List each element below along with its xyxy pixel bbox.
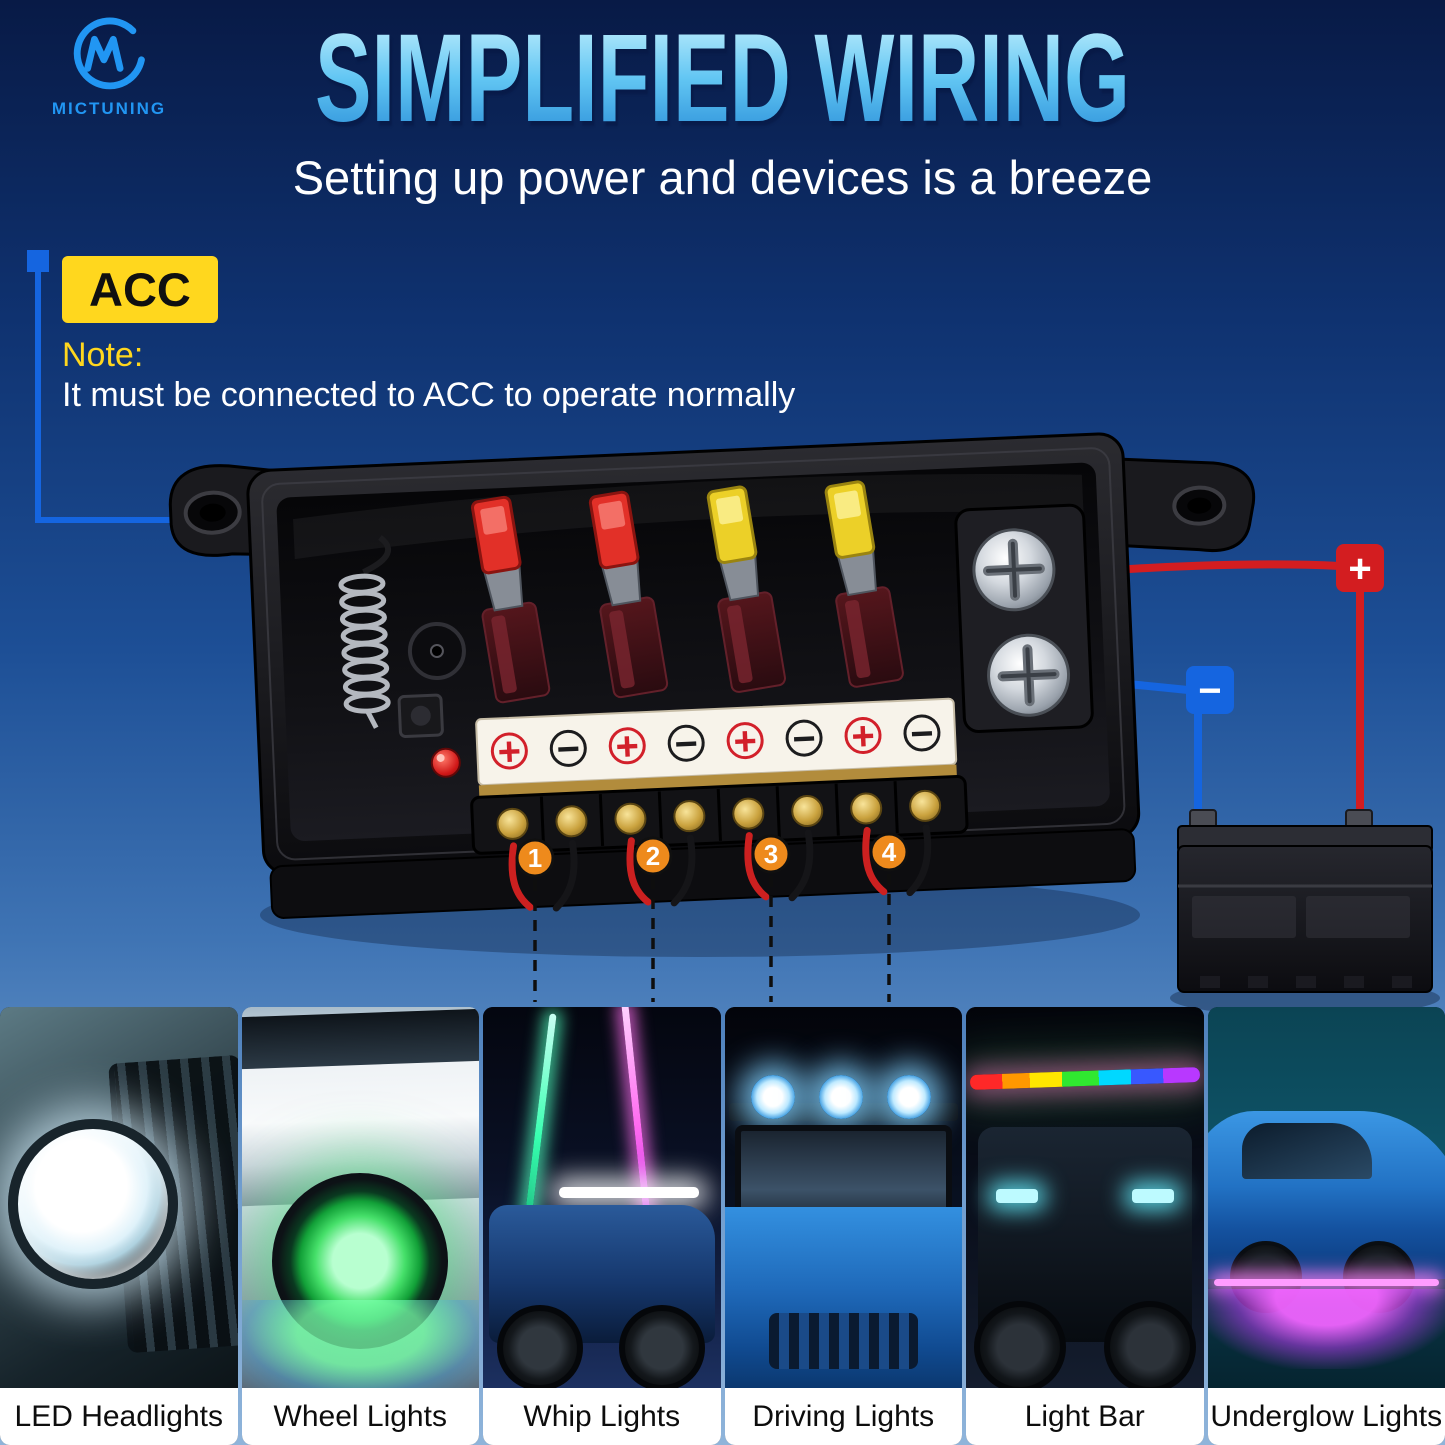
driving-lights-photo: [724, 1007, 962, 1388]
terminal-plus-icon: +: [497, 729, 522, 774]
headlight-glow-shape: [1131, 1189, 1174, 1203]
wire-number-3: 3: [751, 834, 791, 874]
panel-driving-lights: Driving Lights: [724, 1007, 962, 1445]
wheel-lights-photo: [241, 1007, 479, 1388]
car-window-shape: [1241, 1123, 1372, 1179]
note-label: Note:: [62, 336, 144, 374]
svg-text:1: 1: [528, 843, 542, 873]
headlight-shape: [8, 1119, 178, 1289]
battery-positive-symbol: +: [1348, 547, 1371, 591]
fuse-red-1: [470, 495, 551, 704]
underglow-strip-shape: [1213, 1279, 1439, 1286]
whip-lights-photo: [483, 1007, 721, 1388]
mictuning-logo-icon: [73, 17, 145, 90]
underglow-glow-shape: [1207, 1289, 1445, 1369]
light-bar-glow-shape: [559, 1187, 699, 1198]
light-bar-photo: [966, 1007, 1204, 1388]
connection-dashes: [533, 874, 891, 1002]
panel-whip-lights: Whip Lights: [483, 1007, 721, 1445]
spring: [338, 573, 391, 729]
svg-text:3: 3: [764, 839, 778, 869]
application-panels: LED Headlights Wheel Lights Whip Lights: [0, 1007, 1445, 1445]
negative-badge: [1186, 666, 1234, 714]
led-headlights-photo: [0, 1007, 238, 1388]
terminal-plus-icon: +: [733, 719, 758, 764]
acc-badge: ACC: [62, 256, 218, 323]
driving-light-shape: [818, 1075, 863, 1119]
svg-text:4: 4: [882, 837, 897, 867]
terminal-minus-icon: −: [909, 711, 934, 756]
power-studs: [954, 503, 1094, 733]
terminal-minus-icon: −: [674, 722, 699, 767]
panel-label: Whip Lights: [483, 1388, 721, 1445]
panel-light-bar: Light Bar: [966, 1007, 1204, 1445]
wheel-shape: [1103, 1301, 1196, 1388]
fuse-relay-box: + − + − + − + −: [168, 432, 1256, 919]
battery: [1177, 809, 1433, 993]
panel-led-headlights: LED Headlights: [0, 1007, 238, 1445]
panel-label: Wheel Lights: [241, 1388, 479, 1445]
terminal-plus-icon: +: [850, 714, 875, 759]
wheel-shape: [497, 1305, 583, 1388]
jeep-grille-shape: [768, 1313, 918, 1369]
wire-number-4: 4: [869, 832, 909, 872]
output-wires: [508, 824, 932, 912]
terminal-strip: + − + − + − + −: [475, 697, 958, 798]
positive-badge: [1336, 544, 1384, 592]
wire-number-2: 2: [633, 836, 673, 876]
terminal-block: [470, 774, 969, 855]
brand-name: MICTUNING: [51, 99, 167, 118]
mictuning-logo: MICTUNING: [34, 12, 184, 119]
acc-marker-square: [27, 250, 49, 272]
wheel-shape: [974, 1301, 1066, 1388]
page-title: SIMPLIFIED WIRING: [145, 16, 1301, 141]
fuse-yellow-2: [824, 480, 904, 688]
terminal-minus-icon: −: [791, 717, 816, 762]
indicator-led: [430, 747, 461, 778]
panel-underglow-lights: Underglow Lights: [1207, 1007, 1445, 1445]
panel-label: LED Headlights: [0, 1388, 238, 1445]
wheel-shape: [618, 1305, 705, 1388]
underglow-lights-photo: [1207, 1007, 1445, 1388]
fuse-yellow-1: [706, 485, 787, 693]
page-subtitle: Setting up power and devices is a breeze: [292, 151, 1153, 204]
svg-text:2: 2: [646, 841, 660, 871]
panel-wheel-lights: Wheel Lights: [241, 1007, 479, 1445]
panel-label: Underglow Lights: [1207, 1388, 1445, 1445]
panel-label: Light Bar: [966, 1388, 1204, 1445]
headlight-glow-shape: [996, 1189, 1038, 1203]
fuse-red-2: [588, 490, 669, 699]
driving-light-shape: [750, 1075, 795, 1119]
terminal-minus-icon: −: [556, 727, 581, 772]
whip-light-green-shape: [524, 1013, 557, 1221]
ground-glow-shape: [241, 1300, 479, 1388]
circuit-numbers: 1 2 3 4: [515, 832, 909, 878]
terminal-plus-icon: +: [615, 724, 640, 769]
panel-label: Driving Lights: [724, 1388, 962, 1445]
wire-number-1: 1: [515, 838, 555, 878]
van-window-shape: [241, 1008, 479, 1070]
rainbow-light-bar-shape: [969, 1066, 1200, 1091]
note-text: It must be connected to ACC to operate n…: [62, 376, 796, 414]
battery-negative-symbol: −: [1198, 669, 1221, 713]
driving-light-shape: [886, 1075, 931, 1119]
